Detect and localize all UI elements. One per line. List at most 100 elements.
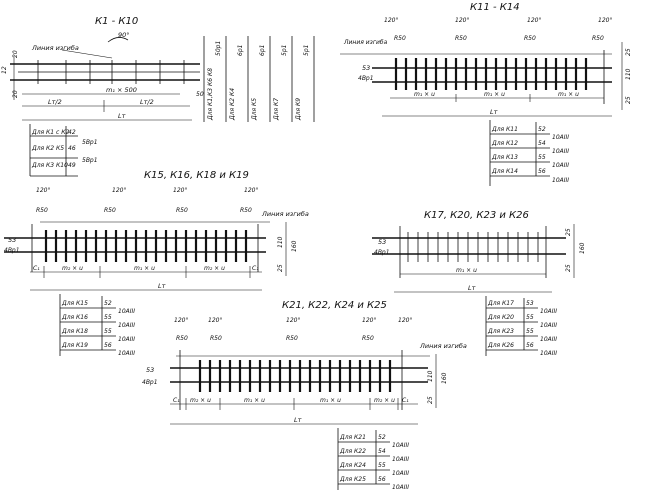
d5-row4-grade: 10АIII xyxy=(392,470,409,477)
d3-row3-value: 55 xyxy=(104,328,112,335)
d3-dim-len: Lт xyxy=(158,282,166,290)
d2-row2-label: Для К12 xyxy=(491,140,518,147)
d5-row4-grade-b: 10АIII xyxy=(392,484,409,491)
d1-row1-value: 42 xyxy=(68,129,76,136)
d1-grade-2: 5Вр1 xyxy=(82,157,98,164)
d3-row2-grade: 10АIII xyxy=(118,308,135,315)
d2-row1-label: Для К11 xyxy=(491,126,518,133)
d3-angle-2: 120° xyxy=(112,187,126,194)
diagram-k21-k25: К21, К22, К24 и К25 120° 120° 120° 120° … xyxy=(142,300,467,491)
d1-bend-leader xyxy=(61,49,113,59)
d5-bar-grade: 4Вр1 xyxy=(142,379,158,386)
d3-row1-label: Для К15 xyxy=(61,300,88,307)
d1-angle-arc xyxy=(107,37,129,43)
d4-row1-value: 53 xyxy=(526,300,534,307)
d4-row3-grade: 10АIII xyxy=(540,336,557,343)
d3-dim-h1: 110 xyxy=(277,236,284,248)
d5-row4-label: Для К25 xyxy=(339,476,366,483)
d2-row1-value: 52 xyxy=(538,126,546,133)
d5-table: Для К21 52 Для К22 54 10АIII Для К24 55 … xyxy=(337,428,409,491)
d4-row1-grade: 10АIII xyxy=(540,308,557,315)
d3-row1-value: 52 xyxy=(104,300,112,307)
d5-bend-line-label: Линия изгиба xyxy=(419,342,467,350)
d1-dim-left-b: 20 xyxy=(12,50,19,58)
d4-table: Для К17 53 10АIII Для К20 55 10АIII Для … xyxy=(485,296,557,357)
d4-row4-value: 56 xyxy=(526,342,534,349)
d4-bar-num: 53 xyxy=(378,238,386,246)
d5-row3-label: Для К24 xyxy=(339,462,366,469)
d2-bend-line-label: Линия изгиба xyxy=(343,39,388,46)
d1-side1-value: 50р1 xyxy=(215,41,222,56)
d5-row4-value: 56 xyxy=(378,476,386,483)
d3-angle-1: 120° xyxy=(36,187,50,194)
d2-row4-grade: 10АIII xyxy=(552,162,569,169)
d4-row2-grade: 10АIII xyxy=(540,322,557,329)
d5-dim-h3: 25 xyxy=(427,396,434,404)
d1-dim-left-c: 20 xyxy=(12,90,19,98)
d1-dim-mid: m₁ × 500 xyxy=(106,86,137,94)
d5-angle-1: 120° xyxy=(174,317,188,324)
diagram-k15-k19: К15, К16, К18 и К19 120° 120° 120° 120° … xyxy=(4,170,309,357)
d2-dim-seg1: m₁ × u xyxy=(414,91,435,98)
d2-title: К11 - К14 xyxy=(470,2,520,13)
d3-dim-seg3: m₂ × u xyxy=(204,265,225,272)
d4-row2-label: Для К20 xyxy=(487,314,514,321)
d1-side1-label: Для К1,К3 К6 К8 xyxy=(207,68,214,121)
d2-row3-label: Для К13 xyxy=(491,154,518,161)
d1-side5-label: Для К9 xyxy=(295,98,302,121)
d4-dim-h1: 25 xyxy=(565,228,572,236)
d5-row3-grade: 10АIII xyxy=(392,456,409,463)
d1-dim-right: 50 xyxy=(196,91,204,98)
d3-bar-num: 53 xyxy=(8,236,16,244)
diagram-k11-k14: К11 - К14 120° 120° 120° 120° R50 R50 R5… xyxy=(340,2,632,186)
d4-row4-label: Для К26 xyxy=(487,342,514,349)
d4-dim-len: Lт xyxy=(468,284,476,292)
d4-row4-grade: 10АIII xyxy=(540,350,557,357)
d1-side4-value: 5р1 xyxy=(281,45,288,56)
d3-ties xyxy=(44,230,248,262)
d4-ties xyxy=(407,232,539,262)
d3-row4-grade-b: 10АIII xyxy=(118,350,135,357)
d2-dim-seg3: m₁ × u xyxy=(558,91,579,98)
d2-dim-h2: 25 xyxy=(625,48,632,56)
d4-dim-h2: 160 xyxy=(579,242,586,254)
d2-row2-grade: 10АIII xyxy=(552,134,569,141)
d2-angle-2: 120° xyxy=(455,17,469,24)
d5-angle-3: 120° xyxy=(286,317,300,324)
d1-dim-len: Lт xyxy=(118,112,126,120)
d5-row2-value: 54 xyxy=(378,448,386,455)
d2-radius-3: R50 xyxy=(524,35,536,42)
d4-title: К17, К20, К23 и К26 xyxy=(424,210,529,221)
d3-row3-grade: 10АIII xyxy=(118,322,135,329)
d2-radius-4: R50 xyxy=(592,35,604,42)
d1-side2-label: Для К2 К4 xyxy=(229,88,236,121)
d5-dim-h2: 160 xyxy=(441,372,448,384)
d2-table: Для К11 52 Для К12 54 10АIII Для К13 55 … xyxy=(489,120,569,186)
d2-row4-grade-b: 10АIII xyxy=(552,177,569,184)
d3-dim-c2: C₁ xyxy=(252,265,259,272)
d1-ties xyxy=(37,60,185,84)
d2-angle-3: 120° xyxy=(527,17,541,24)
d4-row3-label: Для К23 xyxy=(487,328,514,335)
d2-bar-num: 53 xyxy=(362,64,370,72)
d3-bar-grade: 4Вр1 xyxy=(4,247,20,254)
diagram-k1-k10: К1 - К10 90° Линия изгиба 12 20 20 50 m₁… xyxy=(1,16,315,177)
d5-angle-5: 120° xyxy=(398,317,412,324)
d5-dim-h1: 110 xyxy=(427,370,434,382)
diagram-k17-k26: К17, К20, К23 и К26 53 4Вр1 25 160 25 xyxy=(372,210,586,357)
d5-dim-c2: C₁ xyxy=(402,397,409,404)
d2-dim-h3: 25 xyxy=(625,96,632,104)
d1-row2-label: Для К2 К5 xyxy=(31,145,64,152)
d3-row4-label: Для К19 xyxy=(61,342,88,349)
d2-dim-h1: 110 xyxy=(625,68,632,80)
d5-row2-grade: 10АIII xyxy=(392,442,409,449)
d1-side4-label: Для К7 xyxy=(273,98,280,121)
d3-row4-grade: 10АIII xyxy=(118,336,135,343)
d1-side2-value: 6р1 xyxy=(237,45,244,56)
d2-row3-grade: 10АIII xyxy=(552,148,569,155)
d5-bar-num: 53 xyxy=(146,366,154,374)
d3-row2-label: Для К16 xyxy=(61,314,88,321)
d5-dim-seg4: m₂ × u xyxy=(374,397,395,404)
d5-dim-seg2: m₁ × u xyxy=(244,397,265,404)
